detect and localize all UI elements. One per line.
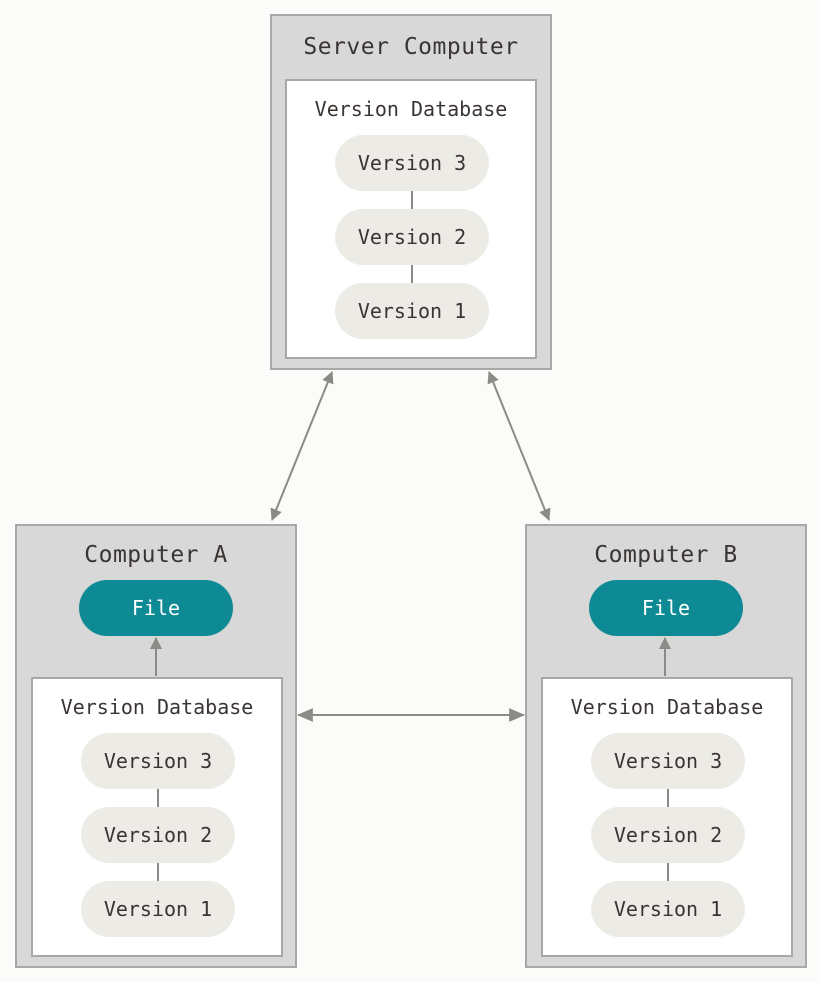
computer-b-version-1: Version 1 [591, 881, 745, 937]
version-link-line [411, 265, 413, 285]
computer-b-box: Computer B File Version Database Version… [525, 524, 807, 968]
computer-b-version-database: Version Database Version 3 Version 2 Ver… [541, 677, 793, 957]
server-computer-b-arrow [487, 371, 551, 521]
computer-a-box: Computer A File Version Database Version… [15, 524, 297, 968]
server-computer-a-arrow [270, 371, 334, 521]
computer-a-title: Computer A [84, 542, 228, 568]
server-version-2: Version 2 [335, 209, 489, 265]
computer-b-version-3: Version 3 [591, 733, 745, 789]
computer-b-title: Computer B [594, 542, 738, 568]
server-computer-box: Server Computer Version Database Version… [270, 14, 552, 370]
version-link-line [157, 789, 159, 809]
server-database-title: Version Database [314, 97, 508, 121]
server-computer-title: Server Computer [303, 34, 519, 60]
computer-b-version-2: Version 2 [591, 807, 745, 863]
server-version-database: Version Database Version 3 Version 2 Ver… [285, 79, 537, 359]
computer-a-version-database: Version Database Version 3 Version 2 Ver… [31, 677, 283, 957]
computer-b-file: File [589, 580, 743, 636]
computer-a-file: File [79, 580, 233, 636]
server-version-3: Version 3 [335, 135, 489, 191]
computer-a-database-title: Version Database [60, 695, 254, 719]
computer-a-version-1: Version 1 [81, 881, 235, 937]
version-link-line [667, 789, 669, 809]
version-link-line [411, 191, 413, 211]
computer-b-database-title: Version Database [570, 695, 764, 719]
server-version-1: Version 1 [335, 283, 489, 339]
computer-a-version-3: Version 3 [81, 733, 235, 789]
computer-a-version-2: Version 2 [81, 807, 235, 863]
version-link-line [157, 863, 159, 883]
version-link-line [667, 863, 669, 883]
